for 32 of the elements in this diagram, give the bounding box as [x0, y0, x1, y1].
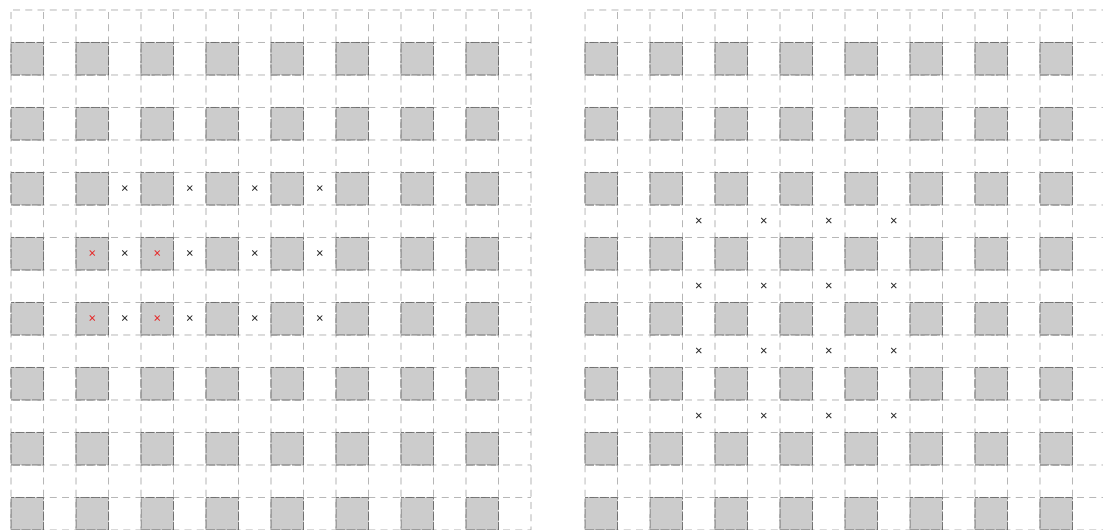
- cross-mark: ×: [760, 217, 767, 224]
- cross-mark: ×: [121, 185, 128, 191]
- cross-mark: ×: [121, 250, 128, 256]
- cross-mark: ×: [154, 315, 161, 321]
- cross-mark: ×: [89, 315, 96, 321]
- cross-mark: ×: [695, 412, 702, 419]
- cross-mark: ×: [760, 412, 767, 419]
- cross-mark: ×: [760, 282, 767, 289]
- cross-mark: ×: [251, 185, 258, 191]
- cross-mark: ×: [316, 315, 323, 321]
- cross-mark: ×: [251, 315, 258, 321]
- cross-mark: ×: [695, 217, 702, 224]
- cross-mark: ×: [825, 412, 832, 419]
- cross-mark: ×: [186, 315, 193, 321]
- cross-mark: ×: [825, 282, 832, 289]
- cross-mark: ×: [154, 250, 161, 256]
- cross-mark: ×: [760, 347, 767, 354]
- cross-mark: ×: [890, 412, 897, 419]
- cross-mark: ×: [695, 347, 702, 354]
- cross-mark: ×: [890, 282, 897, 289]
- cross-mark: ×: [316, 250, 323, 256]
- cross-mark: ×: [186, 250, 193, 256]
- cross-mark: ×: [89, 250, 96, 256]
- cross-mark: ×: [825, 347, 832, 354]
- cross-mark: ×: [695, 282, 702, 289]
- cross-mark: ×: [251, 250, 258, 256]
- cross-mark: ×: [890, 347, 897, 354]
- cross-mark: ×: [316, 185, 323, 191]
- cross-mark: ×: [186, 185, 193, 191]
- cross-mark: ×: [121, 315, 128, 321]
- cross-mark: ×: [825, 217, 832, 224]
- cross-mark: ×: [890, 217, 897, 224]
